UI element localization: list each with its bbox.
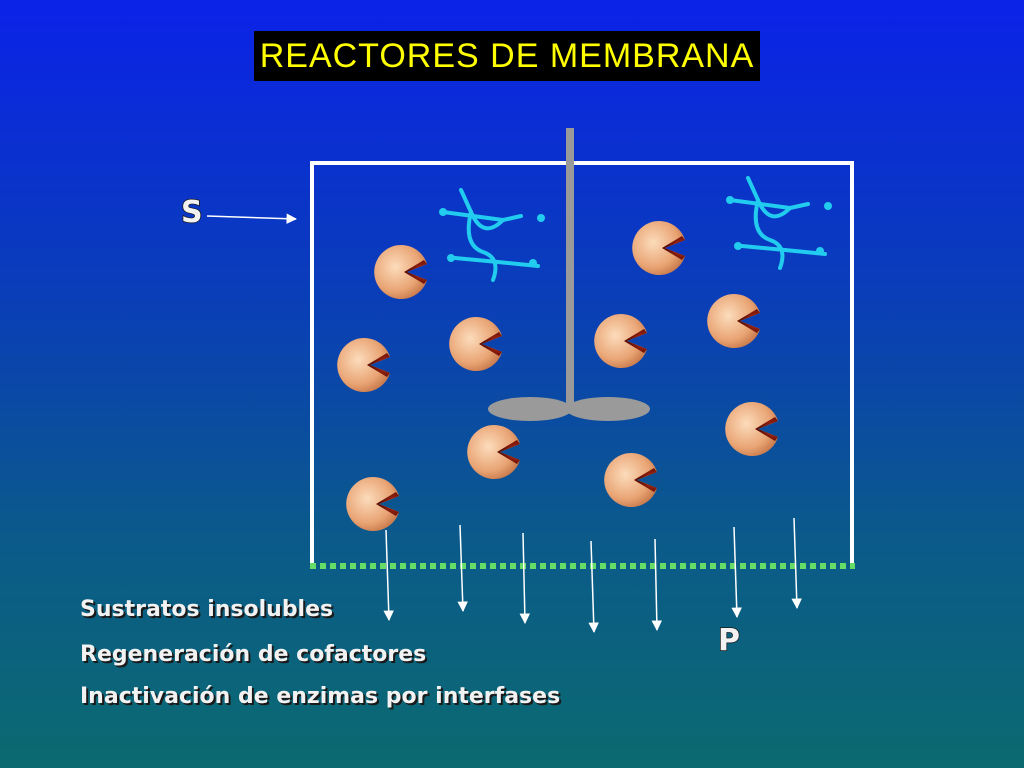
bullet-item: Inactivación de enzimas por interfases [80, 684, 561, 709]
bullet-item: Sustratos insolubles [80, 597, 334, 622]
enzyme-icon [449, 317, 502, 371]
cofactor-icon [439, 188, 545, 282]
enzyme-icon [467, 425, 520, 479]
stirrer-icon [488, 128, 650, 421]
enzyme-icon [337, 338, 390, 392]
reactor-vessel [310, 161, 854, 565]
page-title: REACTORES DE MEMBRANA [254, 31, 760, 81]
enzyme-icon [374, 245, 427, 299]
permeate-arrows [383, 517, 802, 634]
substrate-inlet-arrow [206, 213, 298, 224]
enzyme-icon [346, 477, 399, 531]
product-label: P [718, 623, 740, 658]
bullet-item: Regeneración de cofactores [80, 642, 427, 667]
enzyme-icon [707, 294, 760, 348]
enzyme-icon [725, 402, 778, 456]
substrate-label: S [181, 195, 203, 230]
enzyme-icon [604, 453, 657, 507]
enzyme-icon [632, 221, 685, 275]
enzyme-icon [594, 314, 647, 368]
cofactor-icon [726, 176, 832, 270]
